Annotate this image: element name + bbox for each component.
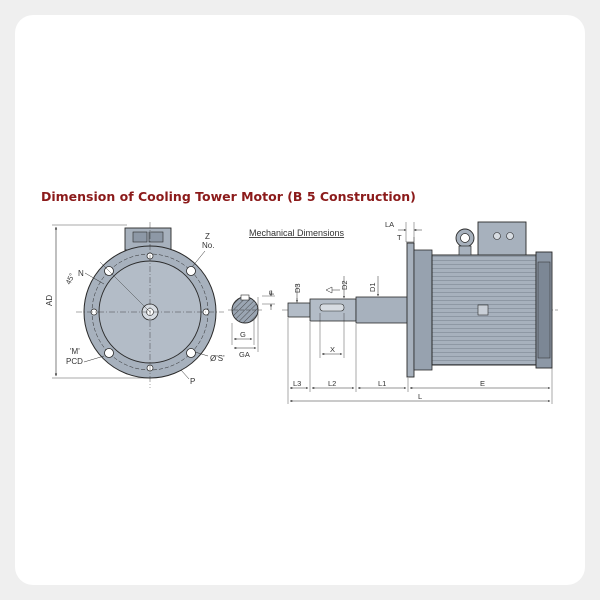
label-ad: AD	[45, 295, 54, 306]
label-s: Ø'S'	[210, 354, 225, 363]
label-g: G	[240, 330, 246, 339]
label-p: P	[190, 377, 195, 386]
label-d3: D3	[293, 283, 302, 293]
label-t: T	[397, 233, 402, 242]
shaft-main	[355, 296, 409, 324]
label-f: F	[267, 290, 276, 295]
end-view: AD 45° N Z No. 'M' PCD Ø'S' P	[45, 222, 225, 388]
label-m: 'M'	[70, 347, 80, 356]
label-e: E	[480, 379, 485, 388]
label-la: LA	[385, 220, 394, 229]
side-view: D3 D2 D1 X LA T L3 L2 L1	[282, 220, 558, 404]
label-no: No.	[202, 241, 214, 250]
label-z: Z	[205, 232, 210, 241]
label-angle: 45°	[64, 272, 77, 286]
label-d1: D1	[368, 282, 377, 292]
label-d2: D2	[340, 280, 349, 290]
label-x: X	[330, 345, 335, 354]
subtitle: Mechanical Dimensions	[249, 228, 345, 238]
label-l2: L2	[328, 379, 336, 388]
shaft-section: F G GA	[228, 290, 276, 359]
label-l1: L1	[378, 379, 386, 388]
label-l: L	[418, 392, 422, 401]
label-ga: GA	[239, 350, 250, 359]
flange-plate	[406, 242, 415, 378]
terminal-box-side	[477, 221, 527, 256]
page-title: Dimension of Cooling Tower Motor (B 5 Co…	[41, 189, 416, 204]
shaft-tip	[287, 302, 311, 318]
label-pcd: PCD	[66, 357, 83, 366]
label-l3: L3	[293, 379, 301, 388]
label-n: N	[78, 269, 84, 278]
